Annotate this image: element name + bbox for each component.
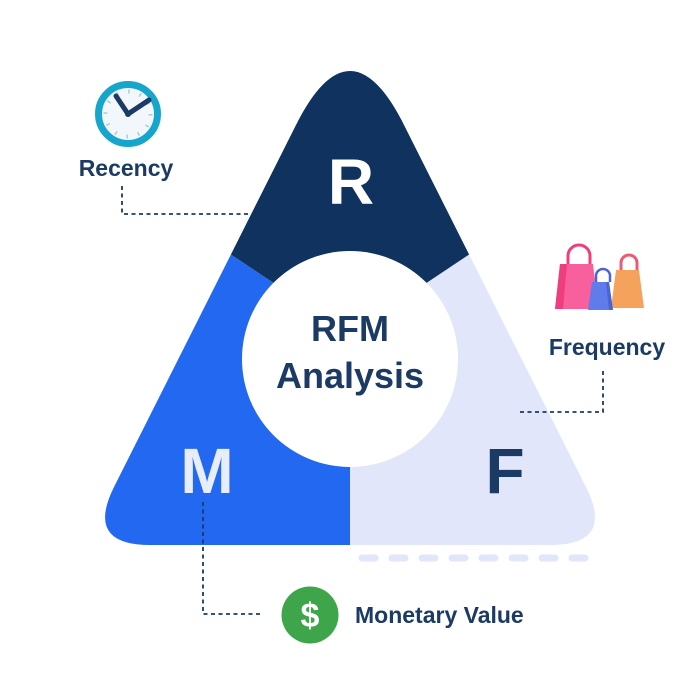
dollar-circle-icon: $ xyxy=(281,586,339,644)
shopping-bags-icon xyxy=(555,243,644,310)
center-circle xyxy=(242,251,458,467)
letter-f: F xyxy=(485,435,524,507)
segment-monetary xyxy=(105,134,350,545)
frequency-label: Frequency xyxy=(549,334,666,360)
clock-icon xyxy=(95,81,161,147)
center-title-line2: Analysis xyxy=(276,355,424,396)
recency-label: Recency xyxy=(79,155,174,181)
clock-hour-hand xyxy=(113,93,131,117)
bag-blue-side xyxy=(606,282,613,310)
letter-r: R xyxy=(328,146,374,218)
connector-monetary xyxy=(202,502,262,615)
clock-center-dot xyxy=(125,111,131,117)
clock-minute-hand xyxy=(125,97,152,117)
dollar-sign: $ xyxy=(301,597,320,635)
bag-blue-handle xyxy=(594,267,612,282)
dollar-circle xyxy=(281,586,339,644)
letter-m: M xyxy=(180,435,233,507)
bag-orange-handle xyxy=(619,253,639,270)
segment-recency xyxy=(105,71,595,334)
bag-pink-side xyxy=(555,264,567,309)
connector-frequency xyxy=(519,371,604,413)
bag-pink-handle xyxy=(566,243,592,264)
connector-recency xyxy=(121,186,252,215)
bag-orange xyxy=(611,270,644,308)
monetary-label: Monetary Value xyxy=(355,602,524,628)
center-title-line1: RFM xyxy=(311,308,389,349)
segment-frequency xyxy=(350,134,595,545)
clock-tick-marks xyxy=(103,89,153,139)
